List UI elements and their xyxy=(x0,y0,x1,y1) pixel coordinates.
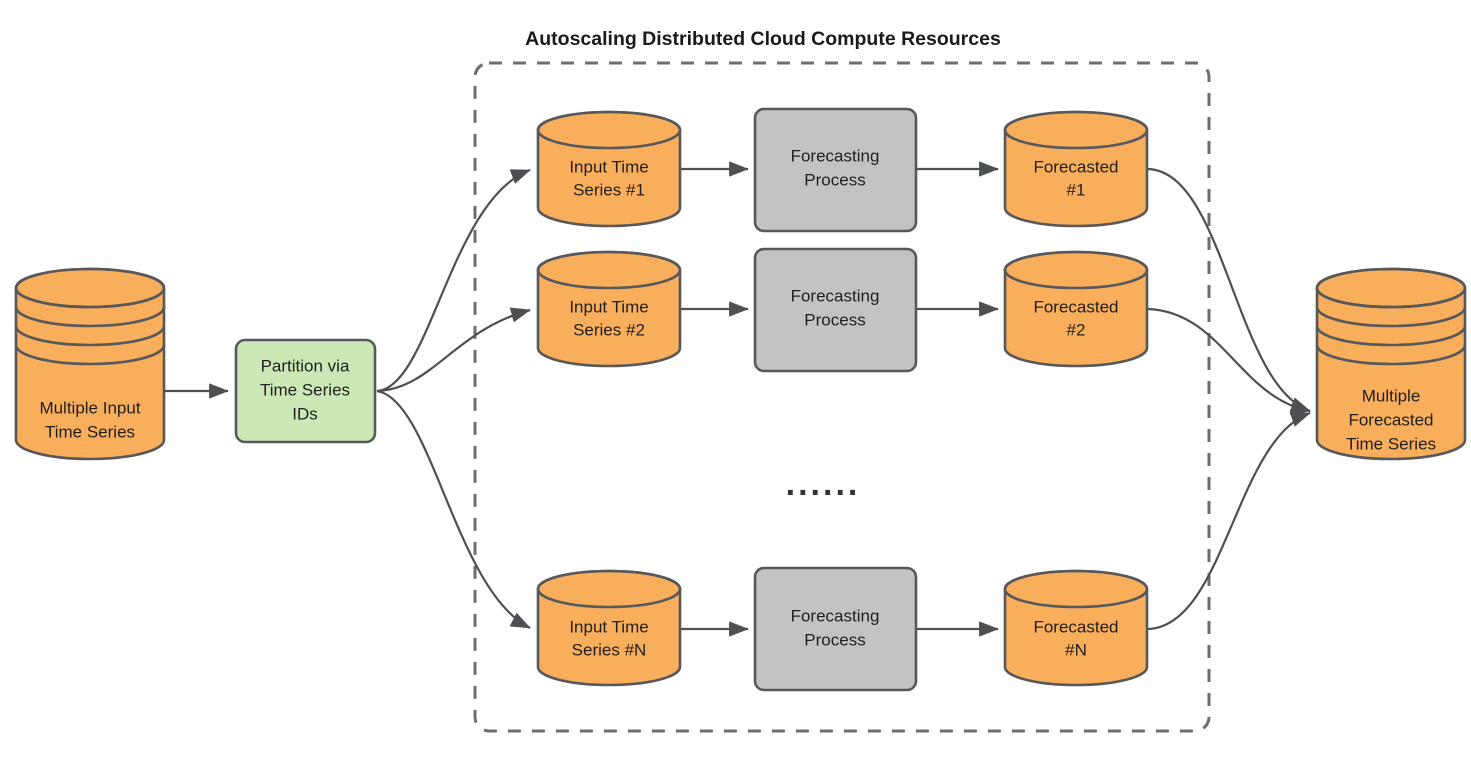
process-n-label-line-2: Process xyxy=(804,630,865,649)
process-2-label-line-1: Forecasting xyxy=(791,286,880,305)
source-label-line-2: Time Series xyxy=(45,422,135,441)
input-time-series-1-cylinder: Input Time Series #1 xyxy=(536,110,682,228)
sink-label-line-1: Multiple xyxy=(1362,386,1421,405)
process-1-label-line-1: Forecasting xyxy=(791,146,880,165)
input-2-label-line-1: Input Time xyxy=(569,297,648,316)
forecasted-n-cylinder: Forecasted #N xyxy=(1003,569,1149,687)
edge-partition-to-input-1 xyxy=(376,168,531,393)
row-1: Input Time Series #1 Forecasting Process… xyxy=(536,107,1149,233)
edge-partition-to-input-2 xyxy=(376,307,531,393)
partition-via-time-series-ids-box: Partition via Time Series IDs xyxy=(234,338,377,444)
input-1-label-line-1: Input Time xyxy=(569,157,648,176)
output-2-label-line-1: Forecasted xyxy=(1033,297,1118,316)
forecasting-process-n-box: Forecasting Process xyxy=(753,566,918,692)
edge-output-1-to-sink xyxy=(1147,167,1311,413)
input-n-label-line-2: Series #N xyxy=(572,640,647,659)
edge-partition-to-input-n xyxy=(376,389,531,629)
row-n: Input Time Series #N Forecasting Process… xyxy=(536,566,1149,692)
forecasted-1-cylinder: Forecasted #1 xyxy=(1003,110,1149,228)
input-time-series-2-cylinder: Input Time Series #2 xyxy=(536,250,682,368)
process-n-label-line-1: Forecasting xyxy=(791,606,880,625)
forecasting-process-1-box: Forecasting Process xyxy=(753,107,918,233)
process-1-label-line-2: Process xyxy=(804,170,865,189)
forecasting-process-2-box: Forecasting Process xyxy=(753,247,918,373)
output-n-label-line-1: Forecasted xyxy=(1033,617,1118,636)
page-title: Autoscaling Distributed Cloud Compute Re… xyxy=(525,28,1001,50)
multiple-forecasted-time-series-cylinder: Multiple Forecasted Time Series xyxy=(1315,267,1467,461)
edge-output-2-to-sink xyxy=(1147,307,1311,416)
partition-label-line-2: Time Series xyxy=(260,380,350,399)
row-2: Input Time Series #2 Forecasting Process… xyxy=(536,247,1149,373)
forecasted-2-cylinder: Forecasted #2 xyxy=(1003,250,1149,368)
edge-output-n-to-sink xyxy=(1147,411,1311,631)
multiple-input-time-series-cylinder: Multiple Input Time Series xyxy=(14,267,166,461)
output-n-label-line-2: #N xyxy=(1065,640,1087,659)
ellipsis-indicator: ...... xyxy=(786,465,861,503)
sink-label-line-3: Time Series xyxy=(1346,434,1436,453)
input-2-label-line-2: Series #2 xyxy=(573,320,645,339)
input-n-label-line-1: Input Time xyxy=(569,617,648,636)
output-2-label-line-2: #2 xyxy=(1067,320,1086,339)
output-1-label-line-2: #1 xyxy=(1067,180,1086,199)
partition-label-line-3: IDs xyxy=(292,404,318,423)
sink-label-line-2: Forecasted xyxy=(1348,410,1433,429)
input-1-label-line-2: Series #1 xyxy=(573,180,645,199)
source-label-line-1: Multiple Input xyxy=(39,398,140,417)
input-time-series-n-cylinder: Input Time Series #N xyxy=(536,569,682,687)
partition-label-line-1: Partition via xyxy=(261,356,350,375)
process-2-label-line-2: Process xyxy=(804,310,865,329)
output-1-label-line-1: Forecasted xyxy=(1033,157,1118,176)
